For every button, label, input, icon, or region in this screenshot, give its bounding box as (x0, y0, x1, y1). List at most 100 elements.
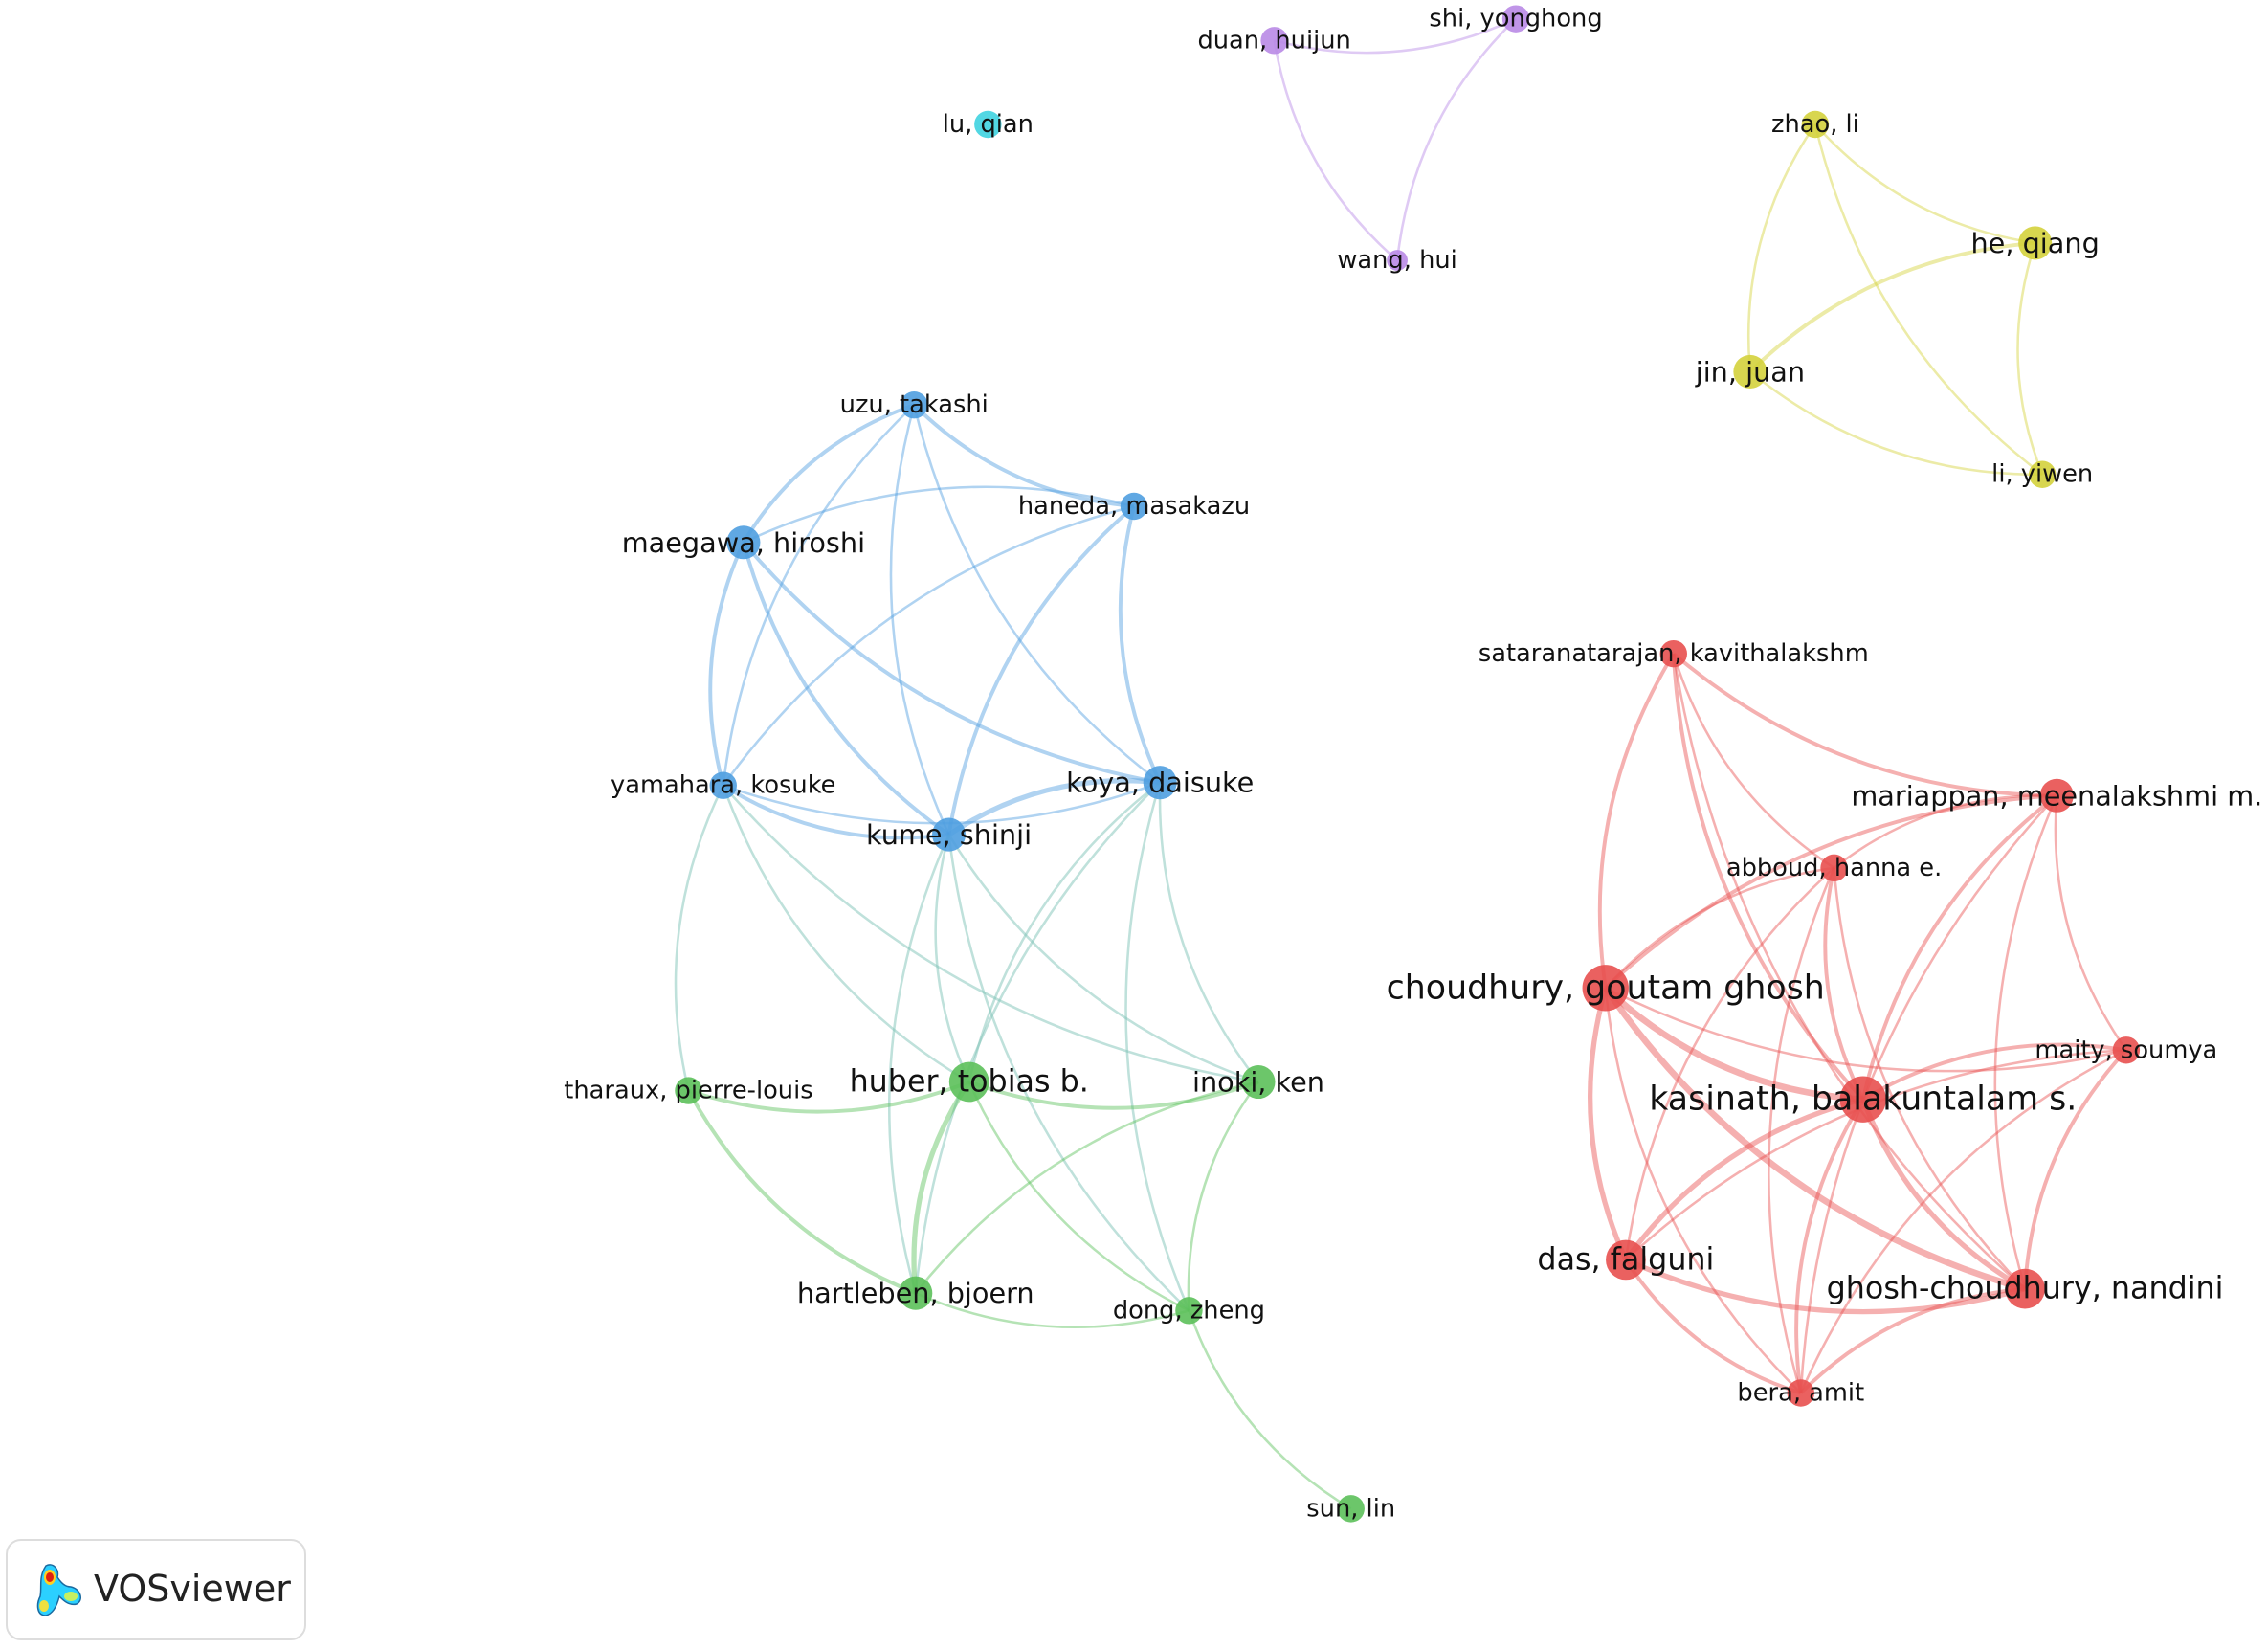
node-sun-lin[interactable] (1337, 1495, 1365, 1523)
link-13-15 (934, 834, 970, 1083)
node-kasinath-balakuntalam-s[interactable] (1839, 1076, 1886, 1123)
link-8-13 (889, 404, 950, 836)
link-11-14 (674, 785, 724, 1091)
node-label[interactable]: tharaux, pierre-louis (564, 1077, 812, 1105)
node-he-qiang[interactable] (2018, 226, 2053, 260)
node-wang-hui[interactable] (1387, 250, 1408, 271)
node-yamahara-kosuke[interactable] (709, 771, 737, 799)
node-inoki-ken[interactable] (1241, 1064, 1276, 1100)
node-label[interactable]: jin, juan (1695, 355, 1805, 388)
node-label[interactable]: mariappan, meenalakshmi m. (1851, 779, 2262, 812)
node-li-yiwen[interactable] (2029, 460, 2057, 488)
link-14-15 (687, 1080, 970, 1114)
link-8-11 (722, 404, 916, 786)
link-22-26 (1624, 866, 1835, 1260)
link-9-13 (946, 504, 1136, 836)
node-shi-yonghong[interactable] (1501, 5, 1530, 33)
node-maity-soumya[interactable] (2112, 1036, 2141, 1064)
node-jin-juan[interactable] (1733, 354, 1768, 389)
node-label[interactable]: kasinath, balakuntalam s. (1649, 1081, 2077, 1119)
link-5-7 (2016, 242, 2044, 476)
node-label[interactable]: wang, hui (1337, 246, 1456, 275)
node-label[interactable]: lu, qian (943, 110, 1034, 139)
node-label[interactable]: hartleben, bjoern (797, 1277, 1034, 1309)
link-22-25 (1823, 867, 1865, 1101)
link-4-5 (1813, 123, 2035, 245)
node-label[interactable]: sun, lin (1306, 1494, 1395, 1523)
node-label[interactable]: inoki, ken (1192, 1066, 1324, 1099)
node-uzu-takashi[interactable] (901, 390, 928, 419)
link-10-13 (742, 542, 950, 836)
node-mariappan-meenalakshmi-m[interactable] (2039, 778, 2074, 813)
node-duan-huijun[interactable] (1260, 27, 1288, 55)
link-4-6 (1746, 123, 1816, 372)
link-21-23 (1604, 793, 2057, 990)
node-label[interactable]: zhao, li (1771, 110, 1859, 139)
node-sataranatarajan-kavithalakshm[interactable] (1659, 639, 1687, 668)
node-label[interactable]: haneda, masakazu (1018, 492, 1250, 521)
node-tharaux-pierre-louis[interactable] (675, 1077, 702, 1104)
link-22-27 (1833, 867, 2026, 1290)
node-label[interactable]: duan, huijun (1197, 26, 1350, 55)
link-13-17 (888, 834, 950, 1294)
link-11-16 (722, 784, 1259, 1083)
node-label[interactable]: choudhury, goutam ghosh (1387, 969, 1825, 1007)
link-10-11 (708, 541, 745, 787)
link-8-12 (913, 404, 1161, 784)
node-koya-daisuke[interactable] (1143, 766, 1177, 800)
link-16-17 (914, 1081, 1259, 1294)
link-23-27 (1603, 986, 2026, 1292)
node-label[interactable]: shi, yonghong (1429, 5, 1602, 33)
node-label[interactable]: ghosh-choudhury, nandini (1827, 1272, 2224, 1306)
node-label[interactable]: li, yiwen (1991, 460, 2093, 489)
node-label[interactable]: uzu, takashi (840, 390, 989, 419)
link-26-28 (1624, 1259, 1802, 1395)
link-12-16 (1158, 782, 1260, 1083)
node-label[interactable]: dong, zheng (1113, 1296, 1265, 1325)
node-label[interactable]: he, qiang (1971, 227, 2100, 259)
link-23-25 (1603, 985, 1863, 1103)
node-choudhury-goutam-ghosh[interactable] (1582, 965, 1629, 1012)
node-das-falguni[interactable] (1606, 1239, 1646, 1281)
node-label[interactable]: huber, tobias b. (850, 1065, 1089, 1100)
node-label[interactable]: kume, shinji (866, 818, 1032, 851)
node-dong-zheng[interactable] (1175, 1297, 1203, 1325)
link-25-26 (1623, 1097, 1864, 1261)
link-15-17 (911, 1081, 971, 1294)
node-label[interactable]: koya, daisuke (1066, 767, 1254, 799)
link-10-12 (742, 541, 1161, 785)
node-label[interactable]: bera, amit (1737, 1378, 1864, 1407)
node-bera-amit[interactable] (1787, 1379, 1814, 1407)
link-18-19 (1188, 1309, 1352, 1510)
node-ghosh-choudhury-nandini[interactable] (2005, 1268, 2045, 1309)
node-label[interactable]: abboud, hanna e. (1726, 854, 1942, 882)
link-13-16 (947, 834, 1259, 1083)
node-label[interactable]: sataranatarajan, kavithalakshm (1479, 639, 1869, 668)
node-huber-tobias-b[interactable] (948, 1061, 989, 1103)
node-label[interactable]: maegawa, hiroshi (622, 526, 865, 559)
link-16-18 (1187, 1081, 1260, 1311)
link-11-13 (722, 784, 949, 840)
node-hartleben-bjoern[interactable] (899, 1276, 933, 1310)
node-label[interactable]: yamahara, kosuke (611, 771, 835, 800)
link-0-2 (1273, 40, 1398, 262)
link-26-27 (1624, 1258, 2026, 1315)
link-5-6 (1748, 240, 2035, 373)
link-22-28 (1767, 867, 1835, 1393)
node-maegawa-hiroshi[interactable] (726, 525, 761, 560)
node-kume-shinji[interactable] (931, 817, 967, 852)
node-haneda-masakazu[interactable] (1120, 492, 1148, 521)
nodes-layer (675, 5, 2141, 1523)
link-9-12 (1118, 505, 1162, 784)
link-21-24 (2054, 795, 2127, 1052)
node-zhao-li[interactable] (1801, 110, 1830, 139)
node-label[interactable]: maity, soumya (2035, 1036, 2217, 1064)
node-abboud-hanna-e[interactable] (1820, 854, 1848, 882)
node-lu-qian[interactable] (974, 110, 1002, 139)
vosviewer-logo-text: VOSviewer (94, 1568, 291, 1610)
labels-layer: duan, huijun shi, yonghong wang, hui lu, qi… (564, 5, 2262, 1524)
node-label[interactable]: das, falguni (1537, 1242, 1714, 1277)
link-21-27 (1993, 794, 2058, 1290)
link-9-11 (722, 504, 1135, 787)
